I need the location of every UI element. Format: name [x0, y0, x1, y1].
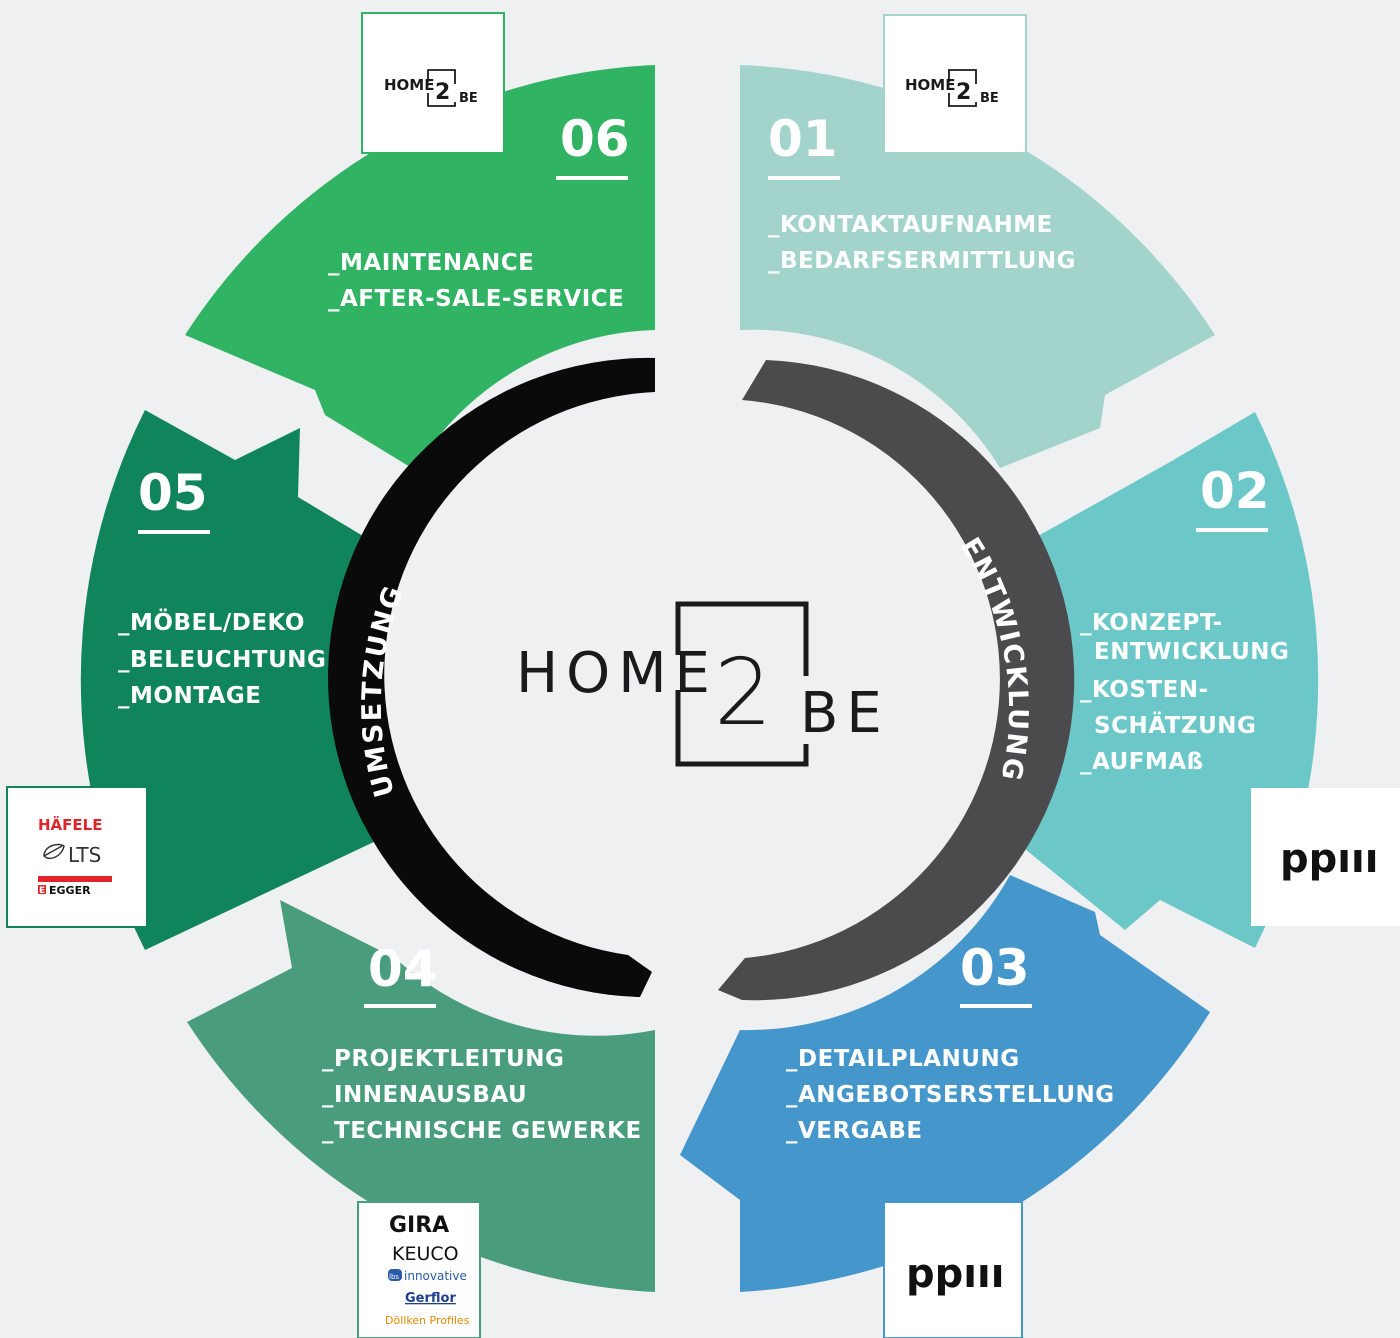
gira-keuco-logos: GIRA KEUCO lbs innovative Gerflor Döllke… — [357, 1201, 481, 1338]
home2be-logo-01: HOME 2 BE — [883, 14, 1027, 154]
logo-frame — [427, 69, 456, 107]
egger-logo-mark — [38, 885, 46, 894]
segment-03-number: 03 — [960, 939, 1030, 997]
ppm-logo-02: ppııı — [1251, 788, 1400, 926]
egger-logo-bar — [38, 876, 112, 882]
keuco-logo: KEUCO — [392, 1243, 459, 1265]
segment-06-item: _MAINTENANCE — [328, 250, 534, 276]
segment-06: 06 _MAINTENANCE _AFTER-SALE-SERVICE — [185, 65, 655, 470]
innovative-logo-mark — [388, 1269, 402, 1281]
segment-01-shape — [740, 65, 1215, 468]
segment-03-item: _DETAILPLANUNG — [786, 1046, 1020, 1072]
segment-02-item: SCHÄTZUNG — [1094, 711, 1256, 739]
segment-01-item: _BEDARFSERMITTLUNG — [768, 248, 1076, 274]
center-logo-home: HOME — [516, 641, 718, 706]
segment-02-item: _KONZEPT- — [1080, 610, 1223, 636]
segment-01: 01 _KONTAKTAUFNAHME _BEDARFSERMITTLUNG — [740, 65, 1215, 468]
logo-home: HOME — [384, 76, 434, 94]
segment-03: 03 _DETAILPLANUNG _ANGEBOTSERSTELLUNG _V… — [680, 875, 1210, 1292]
segment-02-number: 02 — [1200, 462, 1270, 520]
segment-02-item: _KOSTEN- — [1080, 677, 1209, 703]
logo-be: BE — [980, 91, 999, 106]
gira-logo: GIRA — [389, 1213, 449, 1238]
logo-box — [6, 786, 148, 928]
lts-leaf-icon — [43, 843, 65, 860]
segment-01-underline — [768, 176, 840, 180]
center-logo-two: 2 — [714, 639, 773, 746]
logo-box — [883, 1201, 1023, 1338]
segment-03-shape — [680, 875, 1210, 1292]
ppm-logo-text: ppııı — [1280, 836, 1378, 882]
segment-06-item: _AFTER-SALE-SERVICE — [328, 286, 624, 312]
segment-06-number: 06 — [560, 110, 630, 168]
segment-02-shape — [1020, 412, 1319, 948]
ring-right-arc — [718, 360, 1075, 1001]
logo-home: HOME — [905, 76, 955, 94]
innovative-logo-mark-text: lbs — [389, 1273, 399, 1281]
center-logo: HOME 2 BE — [516, 601, 890, 767]
logo-two: 2 — [435, 80, 450, 105]
segment-06-underline — [556, 176, 628, 180]
segment-05-item: _MONTAGE — [118, 683, 261, 709]
segment-01-item: _KONTAKTAUFNAHME — [768, 212, 1053, 238]
egger-logo: EGGER — [49, 884, 91, 897]
logo-box — [357, 1201, 481, 1338]
doellken-logo: Döllken Profiles — [385, 1314, 470, 1327]
logo-be: BE — [459, 91, 478, 106]
segment-04: 04 _PROJEKTLEITUNG _INNENAUSBAU _TECHNIS… — [187, 900, 655, 1292]
logo-box — [883, 14, 1027, 154]
gerflor-logo: Gerflor — [405, 1291, 456, 1306]
ring-left-arc — [328, 357, 655, 997]
segment-05-item: _BELEUCHTUNG — [118, 647, 326, 673]
home2be-logo-06: HOME 2 BE — [361, 12, 505, 154]
segment-04-item: _TECHNISCHE GEWERKE — [322, 1118, 642, 1144]
segment-01-number: 01 — [768, 110, 838, 168]
haefele-logo: HÄFELE — [38, 815, 102, 834]
ppm-logo-text: ppııı — [906, 1251, 1004, 1297]
segment-03-underline — [960, 1004, 1032, 1008]
segment-05: 05 _MÖBEL/DEKO _BELEUCHTUNG _MONTAGE — [80, 410, 378, 950]
logo-frame — [948, 69, 977, 107]
center-logo-frame-bottom — [675, 690, 809, 767]
segment-02-underline — [1196, 528, 1268, 532]
segment-04-shape — [187, 900, 655, 1292]
center-logo-frame-top — [675, 601, 809, 676]
center-logo-be: BE — [800, 681, 890, 746]
logo-two: 2 — [956, 80, 971, 105]
segment-02-item: _AUFMAß — [1080, 749, 1204, 775]
segment-02-item: ENTWICKLUNG — [1094, 639, 1289, 665]
segment-06-shape — [185, 65, 655, 470]
segment-04-number: 04 — [368, 940, 438, 998]
segment-05-item: _MÖBEL/DEKO — [118, 608, 305, 636]
segment-04-item: _INNENAUSBAU — [322, 1082, 527, 1108]
ring-left: UMSETZUNG — [328, 357, 655, 997]
egger-logo-mark-letter: E — [39, 886, 45, 896]
segment-05-number: 05 — [138, 464, 208, 522]
innovative-logo: innovative — [404, 1269, 467, 1283]
segment-03-item: _ANGEBOTSERSTELLUNG — [786, 1082, 1115, 1108]
segment-04-underline — [364, 1004, 436, 1008]
ppm-logo-03: ppııı — [883, 1201, 1023, 1338]
segment-04-item: _PROJEKTLEITUNG — [322, 1046, 564, 1072]
segment-05-underline — [138, 530, 210, 534]
lts-logo: LTS — [68, 843, 101, 867]
logo-box — [361, 12, 505, 154]
segment-02: 02 _KONZEPT- ENTWICKLUNG _KOSTEN- SCHÄTZ… — [1020, 412, 1319, 948]
haefele-lts-egger-logos: HÄFELE LTS E EGGER — [6, 786, 148, 928]
logo-box — [1251, 788, 1400, 926]
segment-05-shape — [80, 410, 378, 950]
segment-03-item: _VERGABE — [786, 1118, 923, 1144]
